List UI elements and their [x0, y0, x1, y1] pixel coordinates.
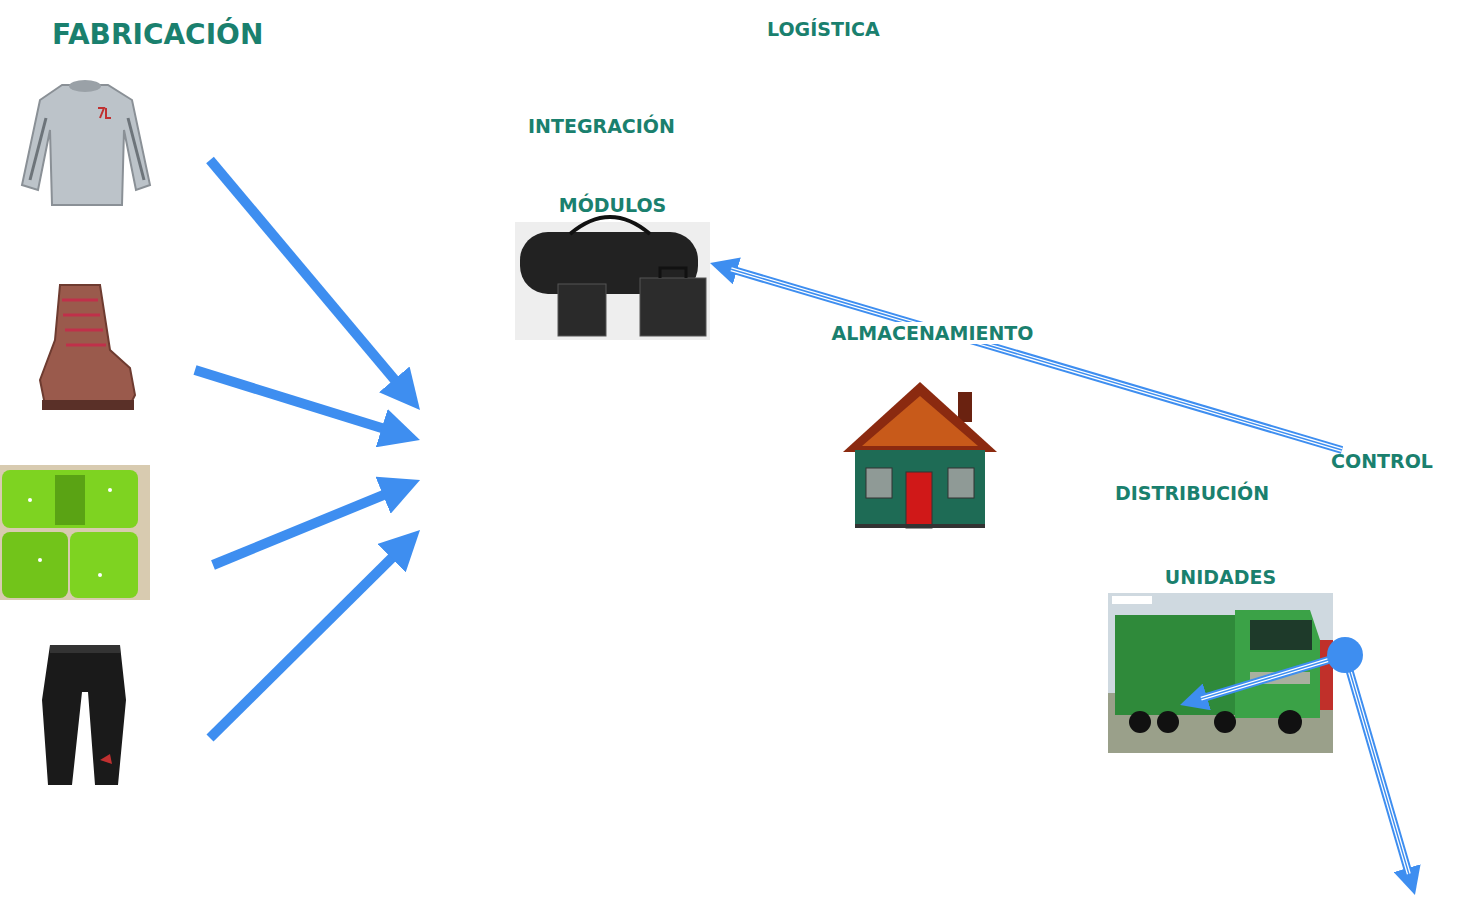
storage-node: ALMACENAMIENTO [795, 322, 1070, 528]
dispatch-arrows [1201, 637, 1409, 874]
node-text: MÓDULOS [559, 194, 667, 216]
section-label: INTEGRACIÓN [528, 115, 675, 137]
section-label: LOGÍSTICA [767, 18, 880, 40]
control-connector [731, 269, 1342, 450]
fabric-picture [0, 465, 150, 600]
house-picture [843, 382, 997, 528]
diagram-title: FABRICACIÓN [52, 18, 263, 51]
bag-picture [515, 217, 710, 340]
node-text: UNIDADES [1165, 566, 1276, 588]
shirt-picture [22, 80, 150, 205]
boot-picture [40, 285, 135, 410]
node-text: CONTROL [1331, 450, 1433, 472]
connector-stroke [731, 269, 1342, 450]
section-label: DISTRIBUCIÓN [1115, 482, 1269, 504]
connector-stroke [731, 269, 1342, 450]
modules-node: MÓDULOS [515, 194, 710, 340]
control-node: CONTROL [1328, 450, 1436, 474]
units-node: UNIDADES [1108, 566, 1333, 753]
connector-stroke [731, 269, 1342, 450]
node-text: ALMACENAMIENTO [829, 322, 1037, 344]
flow-arrows [195, 160, 401, 738]
pants-picture [42, 645, 126, 785]
